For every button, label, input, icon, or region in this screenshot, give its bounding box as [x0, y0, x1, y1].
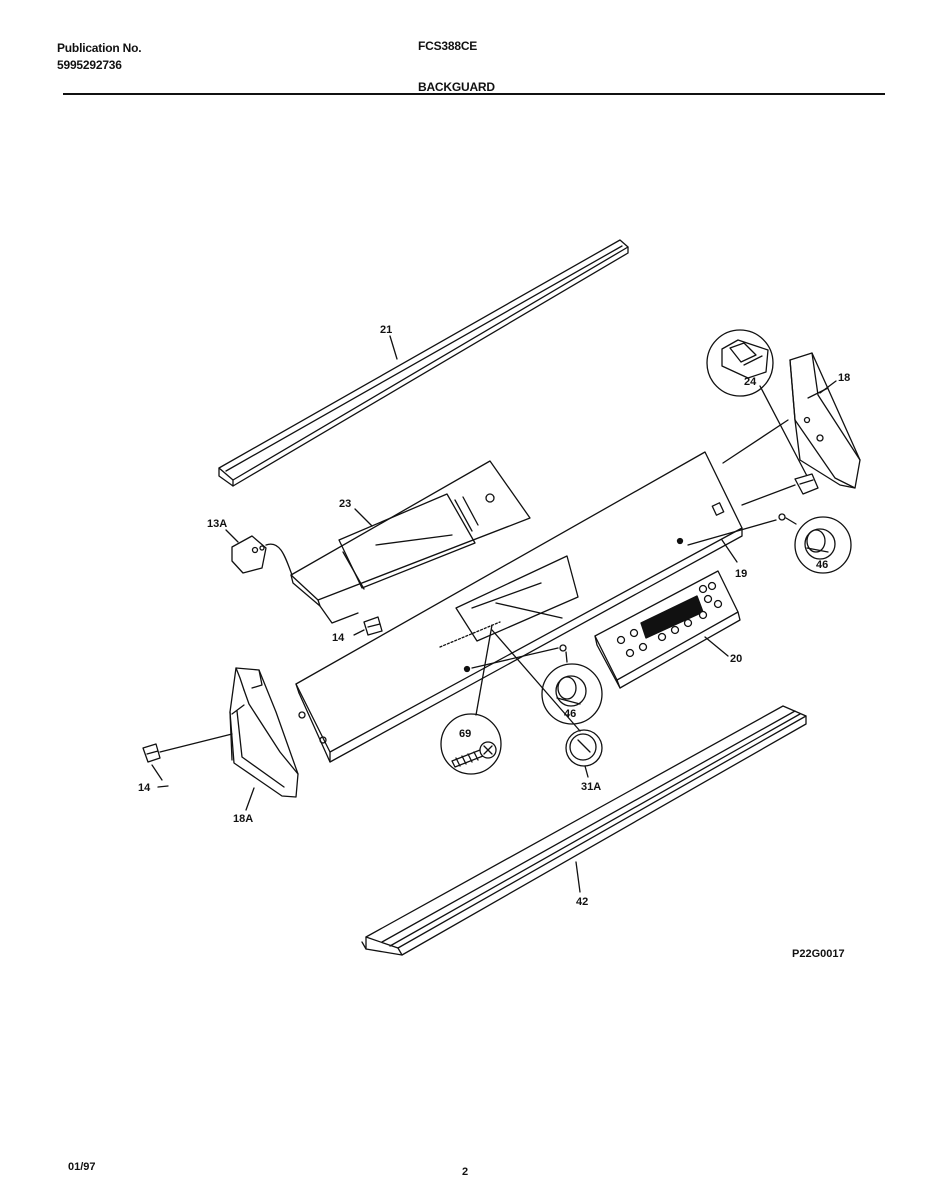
- callout-14-upper: 14: [332, 632, 345, 644]
- leader-18: [819, 380, 837, 394]
- part-31A-dial: [491, 629, 603, 778]
- part-13A-switch: [231, 535, 293, 576]
- diagram-code: P22G0017: [792, 948, 845, 960]
- publication-label: Publication No.: [57, 41, 142, 55]
- footer-date: 01/97: [68, 1161, 96, 1173]
- part-18-right-end-cap: [789, 352, 861, 489]
- part-46-knob-right: [687, 513, 852, 574]
- model-number: FCS388CE: [418, 39, 478, 53]
- callout-31A: 31A: [581, 781, 601, 793]
- leader-18A: [245, 787, 255, 811]
- publication-number: 5995292736: [57, 58, 122, 72]
- part-23-upper-panel: [290, 460, 531, 624]
- section-title: BACKGUARD: [418, 80, 495, 94]
- callout-46-right: 46: [816, 559, 828, 571]
- callout-18: 18: [838, 372, 850, 384]
- leader-42: [575, 861, 581, 893]
- page-number: 2: [462, 1166, 469, 1178]
- callout-46-center: 46: [564, 708, 576, 720]
- part-18A-left-end-cap: [229, 667, 299, 798]
- part-20-clock-control: [594, 570, 741, 689]
- callout-42: 42: [576, 896, 588, 908]
- part-42-bottom-trim: [361, 705, 807, 956]
- callout-21: 21: [380, 324, 392, 336]
- header-rule: [63, 93, 885, 95]
- leader-21: [389, 335, 398, 360]
- part-14-clip-lower: [142, 733, 233, 788]
- part-21-top-trim: [218, 239, 629, 487]
- leader-23: [354, 508, 373, 527]
- callout-13A: 13A: [207, 518, 227, 530]
- leader-13A: [225, 529, 239, 543]
- part-69-screw: [440, 624, 502, 775]
- callout-18A: 18A: [233, 813, 253, 825]
- part-46-knob-center: [471, 647, 603, 725]
- callout-14-lower: 14: [138, 782, 151, 794]
- leader-20: [704, 636, 729, 657]
- callout-69: 69: [459, 728, 471, 740]
- callout-19: 19: [735, 568, 747, 580]
- part-24-rocker-switch: [706, 329, 819, 506]
- leader-19: [721, 539, 738, 563]
- callout-23: 23: [339, 498, 351, 510]
- part-19-backguard-panel: [295, 451, 743, 763]
- part-14-clip-upper: [353, 616, 383, 636]
- callout-20: 20: [730, 653, 742, 665]
- callout-24: 24: [744, 376, 757, 388]
